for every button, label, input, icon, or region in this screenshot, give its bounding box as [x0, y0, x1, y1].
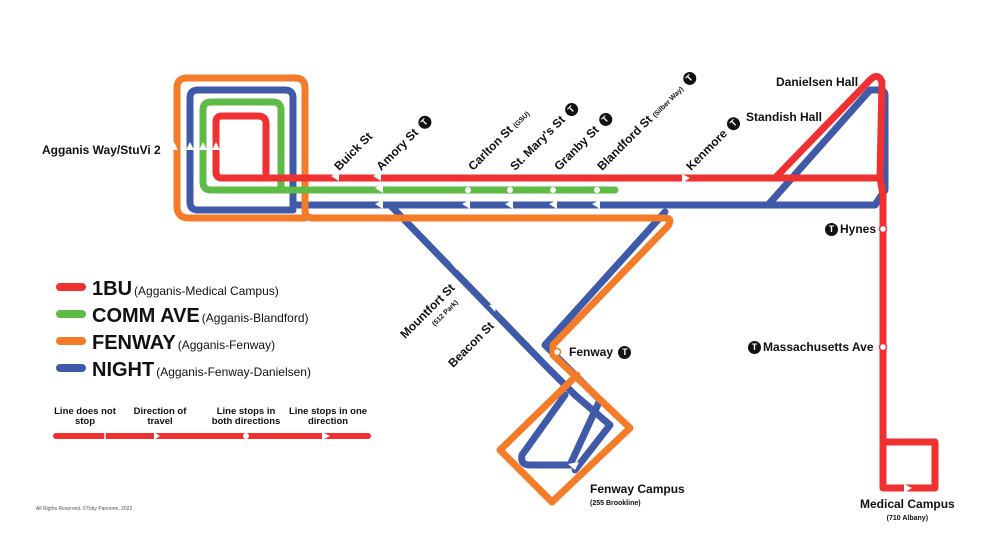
- key-no-stop: Line does not stop: [54, 406, 116, 428]
- station-fenway: Fenway T: [569, 346, 633, 360]
- t-icon: T: [618, 346, 632, 360]
- legend-swatch: [56, 283, 86, 291]
- legend-night: NIGHT (Agganis-Fenway-Danielsen): [56, 359, 311, 382]
- station-fenway-campus: Fenway Campus(255 Brookline): [590, 482, 685, 507]
- key-one: Line stops in one direction: [288, 406, 368, 428]
- legend-swatch: [56, 364, 86, 372]
- stop-markers: [170, 142, 912, 493]
- legend-swatch: [56, 310, 86, 318]
- station-medical-campus: Medical Campus(710 Albany): [860, 497, 955, 522]
- legend-1bu: 1BU (Agganis-Medical Campus): [56, 278, 279, 301]
- station-agganis: Agganis Way/StuVi 2: [42, 143, 161, 157]
- legend-swatch: [56, 337, 86, 345]
- t-icon: T: [825, 223, 838, 237]
- key-direction: Direction of travel: [133, 406, 187, 428]
- station-standish: Standish Hall: [746, 110, 823, 124]
- legend-comm-ave: COMM AVE (Agganis-Blandford): [56, 305, 309, 328]
- legend-fenway: FENWAY (Agganis-Fenway): [56, 332, 275, 355]
- key-both: Line stops in both directions: [211, 406, 281, 428]
- key-strip: [53, 432, 371, 440]
- comm-ave-line: [199, 98, 619, 194]
- 1bu-line: [212, 73, 939, 492]
- station-danielsen: Danielsen Hall: [776, 75, 859, 89]
- t-icon: T: [748, 341, 761, 355]
- fenway-line: [173, 74, 674, 506]
- copyright: All Rights Reserved. ©Toby Pannone, 2022: [36, 506, 133, 512]
